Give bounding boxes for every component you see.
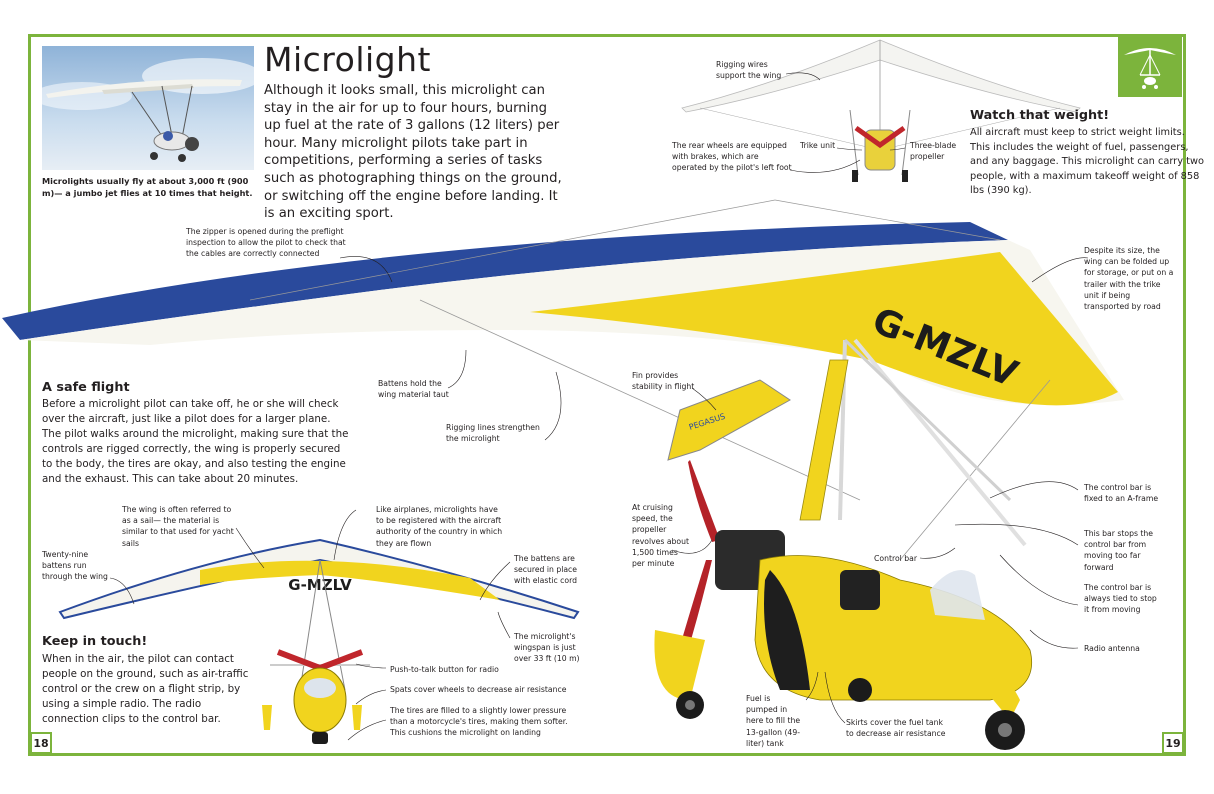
page-title: Microlight (264, 40, 431, 79)
annotation-always-tied: The control bar is always tied to stop i… (1084, 583, 1157, 615)
page-number-right: 19 (1162, 732, 1184, 754)
annotation-like-airplanes: Like airplanes, microlights have to be r… (376, 505, 503, 548)
intro-text: Although it looks small, this microlight… (264, 83, 562, 222)
annotation-battens-hold: Battens hold the wing material taut (378, 379, 449, 400)
small-wing-registration: G-MZLV (288, 576, 352, 594)
annotation-wingspan: The microlight's wingspan is just over 3… (514, 632, 580, 664)
page-border (28, 34, 1186, 756)
annotation-wing-sail: The wing is often referred to as a sail—… (122, 505, 234, 548)
annotation-skirts: Skirts cover the fuel tank to decrease a… (846, 718, 946, 739)
annotation-cruising: At cruising speed, the propeller revolve… (632, 503, 690, 569)
photo-caption: Microlights usually fly at about 3,000 f… (42, 176, 253, 198)
annotation-trike-unit: Trike unit (800, 141, 836, 150)
section-badge (1118, 35, 1182, 97)
annotation-control-bar: Control bar (874, 554, 917, 563)
watch-weight-text: All aircraft must keep to strict weight … (970, 127, 1204, 196)
annotation-push-to-talk: Push-to-talk button for radio (390, 665, 499, 674)
keep-in-touch-text: When in the air, the pilot can contact p… (42, 653, 249, 725)
annotation-despite-size: Despite its size, the wing can be folded… (1084, 246, 1174, 312)
annotation-tires: The tires are filled to a slightly lower… (390, 706, 568, 738)
safe-flight-text: Before a microlight pilot can take off, … (42, 398, 349, 485)
rear-view-microlight (681, 39, 1081, 182)
annotation-rigging-lines: Rigging lines strengthen the microlight (446, 423, 540, 444)
annotation-spats: Spats cover wheels to decrease air resis… (390, 685, 567, 694)
hang-glider-icon (1124, 48, 1176, 89)
page-number-left: 18 (30, 732, 52, 754)
annotation-zipper: The zipper is opened during the prefligh… (186, 227, 346, 259)
annotation-control-bar-aframe: The control bar is fixed to an A-frame (1084, 483, 1159, 504)
annotation-radio-antenna: Radio antenna (1084, 644, 1140, 653)
annotation-battens-secured: The battens are secured in place with el… (514, 554, 578, 586)
annotation-fin-provides: Fin provides stability in flight (632, 371, 695, 392)
safe-flight-heading: A safe flight (42, 380, 130, 395)
annotation-rear-wheels: The rear wheels are equipped with brakes… (672, 141, 792, 173)
microlight-photo (42, 46, 254, 170)
annotation-fuel: Fuel is pumped in here to fill the 13-ga… (746, 694, 801, 748)
annotation-bar-stops: This bar stops the control bar from movi… (1084, 529, 1154, 572)
main-microlight: G-MZLV PEGASUS (2, 199, 1124, 750)
keep-in-touch-heading: Keep in touch! (42, 634, 148, 649)
annotation-rigging-wires: Rigging wires support the wing (716, 60, 782, 81)
front-view-microlight: G-MZLV (58, 538, 580, 744)
annotation-twenty-nine: Twenty-nine battens run through the wing (42, 550, 108, 582)
watch-weight-heading: Watch that weight! (970, 108, 1110, 123)
annotation-three-blade: Three-blade propeller (910, 141, 957, 162)
